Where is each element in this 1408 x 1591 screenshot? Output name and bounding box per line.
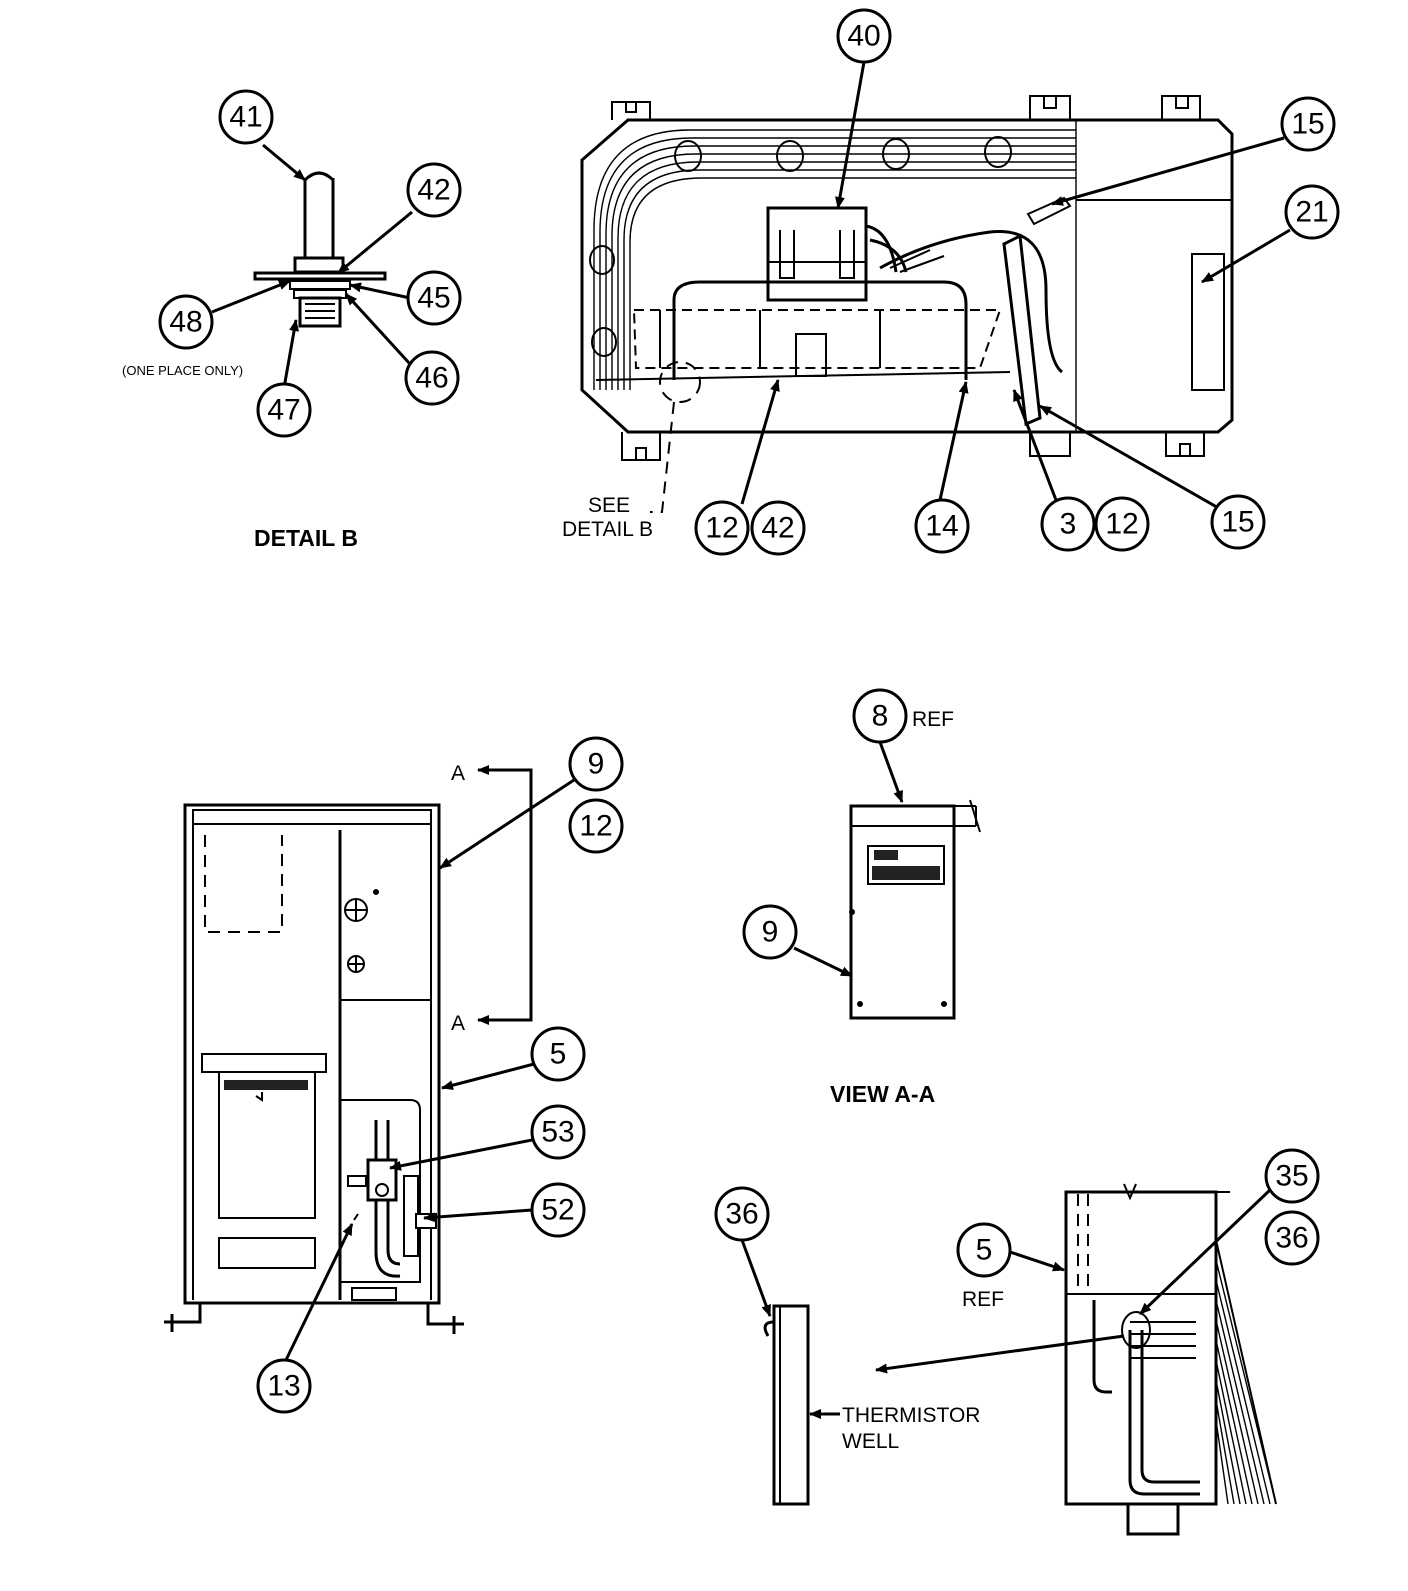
callout-5-front: 5 bbox=[530, 1026, 586, 1082]
coil-section-drawing bbox=[1064, 1183, 1277, 1536]
callout-53: 53 bbox=[530, 1104, 586, 1160]
callout-45: 45 bbox=[406, 270, 462, 326]
front-view: A A 9 12 5 53 52 13 bbox=[164, 736, 624, 1414]
svg-text:42: 42 bbox=[417, 174, 450, 207]
svg-text:45: 45 bbox=[417, 282, 450, 315]
one-place-only-note: (ONE PLACE ONLY) bbox=[122, 363, 243, 378]
svg-text:12: 12 bbox=[579, 810, 612, 843]
callout-12-left: 12 bbox=[694, 500, 750, 556]
callout-35: 35 bbox=[1264, 1148, 1320, 1204]
callout-42-pair: 42 bbox=[750, 500, 806, 556]
callout-36-right: 36 bbox=[1264, 1210, 1320, 1266]
callout-46: 46 bbox=[404, 350, 460, 406]
callout-15-upper: 15 bbox=[1280, 96, 1336, 152]
callout-9-front: 9 bbox=[568, 736, 624, 792]
svg-text:46: 46 bbox=[415, 362, 448, 395]
svg-text:5: 5 bbox=[550, 1038, 567, 1071]
detail-b: 41 42 45 46 47 48 (ONE PLACE ONLY) DETAI… bbox=[122, 89, 462, 551]
svg-text:48: 48 bbox=[169, 306, 202, 339]
front-view-drawing bbox=[164, 803, 464, 1334]
svg-text:14: 14 bbox=[925, 510, 958, 543]
callout-41: 41 bbox=[218, 89, 274, 145]
section-a-top: A bbox=[451, 762, 465, 785]
svg-text:36: 36 bbox=[725, 1198, 758, 1231]
callout-21: 21 bbox=[1284, 184, 1340, 240]
top-assembly: 40 15 21 12 42 14 3 12 15 SEE DETAIL B bbox=[562, 8, 1340, 556]
thermistor-label-line2: WELL bbox=[842, 1430, 899, 1453]
svg-text:21: 21 bbox=[1295, 196, 1328, 229]
svg-text:3: 3 bbox=[1060, 508, 1077, 541]
detail-b-caption: DETAIL B bbox=[254, 525, 358, 551]
svg-text:13: 13 bbox=[267, 1370, 300, 1403]
svg-text:52: 52 bbox=[541, 1194, 574, 1227]
ref-5-label: REF bbox=[962, 1288, 1004, 1311]
svg-text:12: 12 bbox=[1105, 508, 1138, 541]
view-aa-caption: VIEW A-A bbox=[830, 1081, 935, 1107]
view-aa: 8 REF 9 VIEW A-A bbox=[742, 688, 981, 1107]
callout-47: 47 bbox=[256, 382, 312, 438]
callout-5-ref: 5 bbox=[956, 1222, 1012, 1278]
svg-text:40: 40 bbox=[847, 20, 880, 53]
svg-text:15: 15 bbox=[1221, 506, 1254, 539]
callout-8: 8 bbox=[852, 688, 908, 744]
callout-40: 40 bbox=[836, 8, 892, 64]
section-a-bottom: A bbox=[451, 1012, 465, 1035]
callout-13: 13 bbox=[256, 1358, 312, 1414]
callout-36-left: 36 bbox=[714, 1186, 770, 1242]
svg-text:36: 36 bbox=[1275, 1222, 1308, 1255]
see-detail-b-line2: DETAIL B bbox=[562, 518, 653, 541]
callout-12-front: 12 bbox=[568, 798, 624, 854]
thermistor-well-drawing bbox=[763, 1304, 810, 1506]
svg-text:35: 35 bbox=[1275, 1160, 1308, 1193]
svg-text:5: 5 bbox=[976, 1234, 993, 1267]
svg-text:8: 8 bbox=[872, 700, 889, 733]
svg-text:53: 53 bbox=[541, 1116, 574, 1149]
svg-text:15: 15 bbox=[1291, 108, 1324, 141]
svg-text:41: 41 bbox=[229, 101, 262, 134]
svg-text:9: 9 bbox=[588, 748, 605, 781]
callout-3: 3 bbox=[1040, 496, 1096, 552]
callout-52: 52 bbox=[530, 1182, 586, 1238]
see-detail-b-line1: SEE bbox=[588, 494, 630, 517]
ref-8-label: REF bbox=[912, 708, 954, 731]
svg-text:47: 47 bbox=[267, 394, 300, 427]
top-assembly-drawing bbox=[580, 95, 1234, 461]
callout-12-right: 12 bbox=[1094, 496, 1150, 552]
thermistor-detail: 36 5 REF 35 36 THERMISTOR WELL bbox=[714, 1148, 1320, 1536]
view-aa-drawing bbox=[849, 799, 981, 1020]
svg-text:9: 9 bbox=[762, 916, 779, 949]
svg-text:12: 12 bbox=[705, 512, 738, 545]
callout-48: 48 bbox=[158, 294, 214, 350]
svg-text:42: 42 bbox=[761, 512, 794, 545]
callout-15-lower: 15 bbox=[1210, 494, 1266, 550]
callout-9-view-aa: 9 bbox=[742, 904, 798, 960]
thermistor-label-line1: THERMISTOR bbox=[842, 1404, 980, 1427]
callout-42: 42 bbox=[406, 162, 462, 218]
callout-14: 14 bbox=[914, 498, 970, 554]
